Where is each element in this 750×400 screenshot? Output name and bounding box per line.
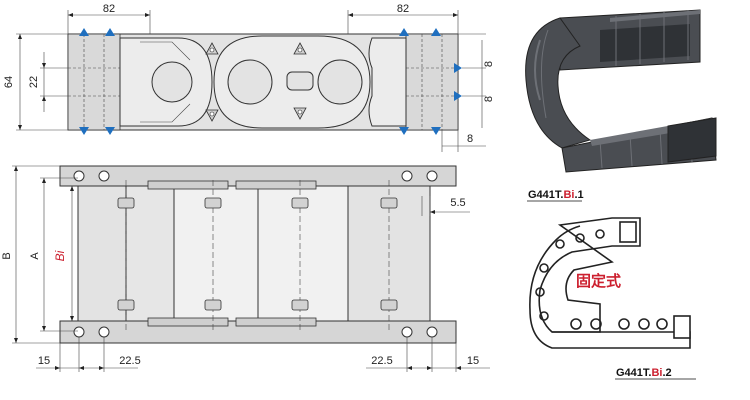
crossbar-3 (257, 185, 349, 322)
blue-triangle-arrow-icon (431, 127, 441, 135)
mounting-hole-icon (426, 326, 438, 338)
dim-A: A (29, 252, 41, 260)
fixed-chain-outline (529, 217, 691, 349)
blue-triangle-arrow-icon (399, 127, 409, 135)
top-view: 82 82 64 22 8 8 8 (3, 3, 495, 152)
link-pin-hole-left (151, 61, 193, 103)
fixed-type-label: 固定式 (576, 272, 621, 290)
model-label-2: G441T.Bi.2 (616, 367, 672, 379)
dim-right-upper: 8 (483, 61, 495, 67)
dim-left-width: 82 (103, 3, 115, 15)
dim-left-edge: 15 (38, 355, 50, 367)
link-slot (286, 71, 314, 91)
dim-left-hole: 22.5 (119, 355, 140, 367)
model-label-1: G441T.Bi.1 (528, 189, 584, 201)
front-view: B A Bi 5.5 15 22.5 22.5 15 (1, 165, 490, 372)
blue-triangle-arrow-icon (79, 127, 89, 135)
mounting-hole-icon (401, 170, 413, 182)
blue-triangle-arrow-icon (454, 63, 462, 73)
blue-triangle-arrow-icon (105, 127, 115, 135)
right-mounting-bracket (405, 33, 459, 131)
mounting-hole-icon (426, 170, 438, 182)
mounting-hole-icon (401, 326, 413, 338)
stop-cam-icon (293, 107, 307, 120)
crossbar-2 (173, 185, 259, 322)
left-end-plate (77, 185, 127, 322)
dim-side-offset: 5.5 (450, 197, 465, 209)
mounting-hole-icon (98, 170, 110, 182)
stop-cam-icon (205, 42, 219, 55)
stop-cam-icon (205, 109, 219, 122)
chain-link-right (368, 37, 407, 127)
blue-triangle-arrow-icon (79, 28, 89, 36)
left-mounting-bracket (67, 33, 121, 131)
mount-arrow-group (79, 28, 462, 135)
dim-B: B (1, 252, 13, 259)
link-pin-hole-center-right (317, 59, 363, 105)
crossbar-clips (117, 197, 398, 311)
crossbar-1 (125, 185, 175, 322)
mounting-hole-icon (98, 326, 110, 338)
dim-hole-spacing: 22 (28, 76, 40, 88)
blue-triangle-arrow-icon (399, 28, 409, 36)
dim-right-width: 82 (397, 3, 409, 15)
dim-height: 64 (3, 76, 15, 88)
blue-triangle-arrow-icon (431, 28, 441, 36)
chain-3d-illustration (525, 9, 717, 173)
mounting-hole-icon (73, 326, 85, 338)
dim-right-edge-bottom: 15 (467, 355, 479, 367)
link-pin-hole-center-left (227, 59, 273, 105)
stop-cam-icon (293, 42, 307, 55)
dim-Bi: Bi (53, 250, 67, 261)
mounting-hole-icon (73, 170, 85, 182)
dim-right-edge: 8 (467, 133, 473, 145)
blue-triangle-arrow-icon (454, 91, 462, 101)
dim-right-hole: 22.5 (371, 355, 392, 367)
dim-right-lower: 8 (483, 96, 495, 102)
blue-triangle-arrow-icon (105, 28, 115, 36)
